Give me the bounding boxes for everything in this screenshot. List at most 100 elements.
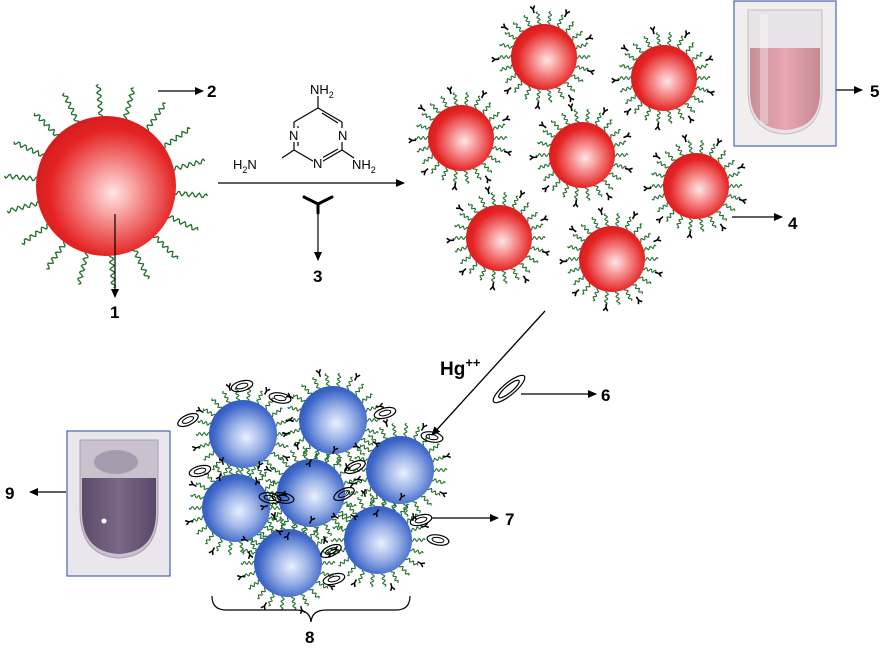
ligand-chain <box>452 235 468 241</box>
melamine-symbol <box>398 492 406 501</box>
melamine-symbol <box>455 204 464 212</box>
hg-reaction-arrow <box>431 310 546 436</box>
melamine-symbol <box>484 175 492 184</box>
melamine-symbol <box>308 515 316 524</box>
ligand-chain <box>574 42 589 50</box>
ligand-chain <box>497 54 513 60</box>
melamine-symbol <box>687 115 695 124</box>
ligand-chain <box>302 446 309 461</box>
melamine-symbol <box>382 418 389 428</box>
ligand-chain <box>556 14 564 29</box>
ligand-chain <box>364 405 379 413</box>
ligand-chain <box>279 457 291 469</box>
amine-right: NH2 <box>352 157 376 175</box>
ligand-chain <box>684 42 695 55</box>
label-1: 1 <box>110 303 119 322</box>
nanoparticle-layer <box>36 24 729 597</box>
ligand-chain <box>416 145 431 153</box>
ligand-chain <box>519 202 530 215</box>
melamine-symbol <box>218 456 225 466</box>
ligand-chain <box>13 141 46 157</box>
ligand-chain <box>617 75 633 81</box>
ligand-chain <box>431 478 446 485</box>
ligand-chain <box>242 570 257 578</box>
ligand-chain <box>190 515 205 523</box>
ligand-chain <box>593 183 603 198</box>
ligand-chain <box>427 487 441 496</box>
ligand-chain <box>315 580 329 589</box>
melamine-symbol <box>254 476 261 486</box>
ligand-chain <box>684 102 696 113</box>
melamine-symbol <box>302 195 334 215</box>
ligand-chain <box>695 75 711 81</box>
amine-left: H2N <box>233 157 257 175</box>
mercury-ion-inner <box>378 409 392 417</box>
ligand-chain <box>205 532 215 545</box>
ligand-chain <box>222 390 231 405</box>
ligand-chain <box>3 173 39 182</box>
mercury-ion <box>426 534 450 546</box>
ligand-chain <box>651 193 666 201</box>
ligand-chain <box>464 91 470 107</box>
ligand-chain <box>567 266 582 274</box>
melamine-symbol <box>305 459 313 468</box>
ligand-chain <box>409 525 424 533</box>
melamine-symbol <box>446 86 453 95</box>
ligand-chain <box>490 269 496 285</box>
ligand-chain <box>347 564 357 577</box>
mercury-ion <box>373 406 397 420</box>
ligand-chain <box>573 186 579 202</box>
ligand-chain <box>591 216 601 231</box>
ligand-chain <box>624 53 638 61</box>
ligand-chain <box>638 276 652 284</box>
ligand-chain <box>331 517 343 529</box>
ligand-chain <box>655 32 662 47</box>
melamine-symbol <box>451 182 458 191</box>
melamine-symbol <box>442 452 452 459</box>
ligand-chain <box>633 101 644 114</box>
melamine-symbol <box>353 372 361 381</box>
ligand-chain <box>570 31 583 41</box>
ligand-chain <box>727 183 743 189</box>
melamine-symbol <box>623 132 632 139</box>
ligand-chain <box>542 130 556 138</box>
mercury-ion-inner <box>324 547 338 555</box>
ligand-chain <box>722 160 735 170</box>
ligand-chain <box>323 522 332 537</box>
ligand-chain <box>441 166 449 181</box>
ligand-chain <box>491 123 506 131</box>
melamine-symbol <box>571 289 580 297</box>
ligand-chain <box>667 31 673 47</box>
ligand-chain <box>543 171 556 181</box>
ligand-chain <box>302 444 312 457</box>
ligand-chain <box>403 422 409 438</box>
ligand-chain <box>562 183 570 198</box>
mercury-ion <box>188 464 212 478</box>
melamine-symbol <box>188 480 197 488</box>
mercury-ion <box>230 379 254 393</box>
melamine-bound-layer <box>184 5 747 615</box>
melamine-symbol <box>322 535 329 545</box>
ligand-chain <box>614 290 621 305</box>
ligand-chain <box>21 222 51 246</box>
melamine-symbol <box>541 250 550 257</box>
ligand-chain <box>265 478 280 485</box>
melamine-symbol <box>263 386 271 395</box>
melamine-symbol <box>534 101 541 110</box>
ligand-chain <box>319 548 334 556</box>
melamine-symbol <box>500 23 509 31</box>
melamine-symbol <box>503 87 512 95</box>
melamine-symbol <box>585 34 594 41</box>
melamine-symbol <box>275 528 284 536</box>
ligand-chain <box>585 108 591 124</box>
ligand-chain <box>398 564 410 576</box>
ligand-chain <box>212 458 222 471</box>
ligand-chain <box>613 152 629 158</box>
melamine-symbol <box>597 207 604 216</box>
ligand-chain <box>337 514 351 523</box>
ligand-chain <box>203 450 216 461</box>
ligand-chain <box>300 592 309 607</box>
ligand-chain <box>615 212 621 228</box>
melamine-symbol <box>563 9 571 18</box>
ligand-chain <box>338 510 352 519</box>
